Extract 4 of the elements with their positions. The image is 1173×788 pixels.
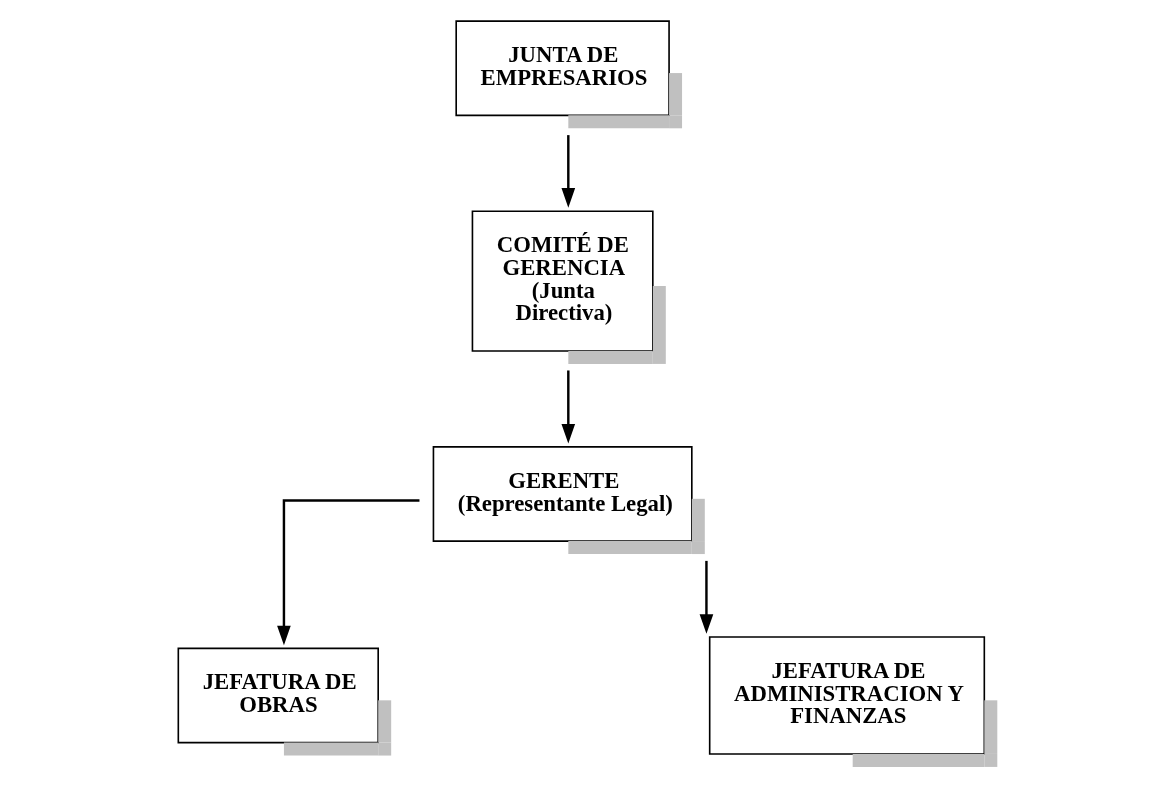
arrow [699,560,713,634]
arrow [560,135,575,208]
arrow [276,499,419,646]
arrow [560,370,575,444]
